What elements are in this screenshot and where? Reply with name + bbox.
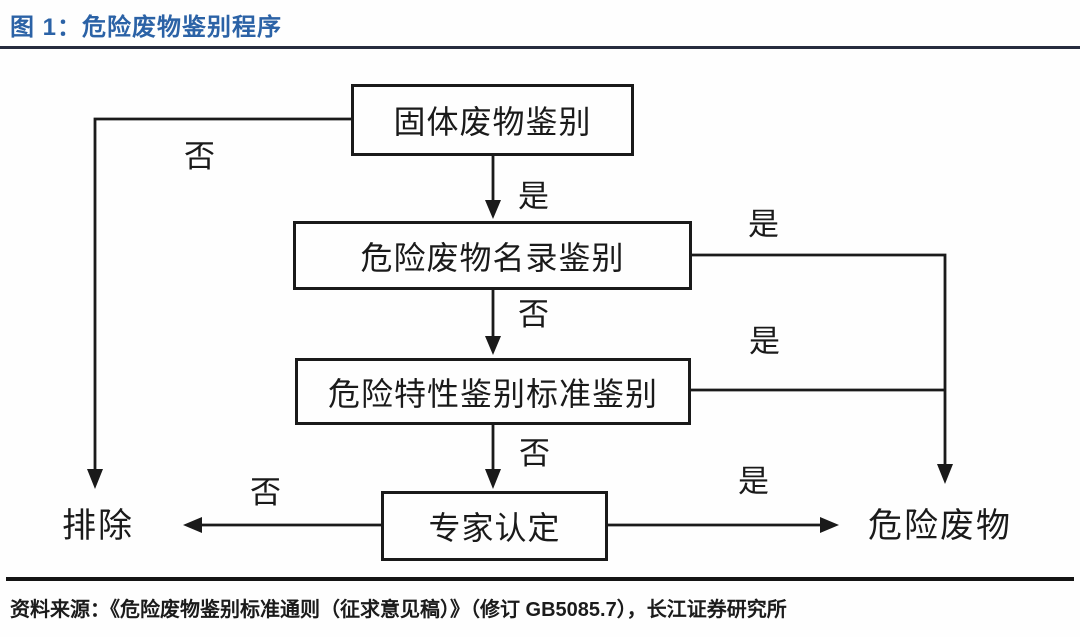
arrowhead-down-hazwaste: [937, 464, 953, 484]
title-divider: [0, 46, 1080, 49]
node-solid-waste-identification: 固体废物鉴别: [351, 84, 634, 156]
label-solid-yes: 是: [518, 179, 549, 215]
label-expert-no: 否: [250, 475, 281, 511]
arrowhead-left-exclude: [183, 517, 202, 533]
node-label: 危险特性鉴别标准鉴别: [327, 374, 658, 413]
arrowhead-down-exclude: [87, 469, 103, 489]
node-hazard-characteristic-standard-identification: 危险特性鉴别标准鉴别: [295, 358, 691, 425]
arrowhead-right-hazwaste: [820, 517, 839, 533]
arrowhead-down-expert: [485, 469, 501, 489]
edge-solid-to-exclude: [93, 117, 351, 470]
source-note: 资料来源：《危险废物鉴别标准通则（征求意见稿）》（修订 GB5085.7），长江…: [10, 599, 787, 621]
terminal-exclude: 排除: [62, 506, 134, 546]
terminal-hazardous-waste: 危险废物: [868, 506, 1012, 546]
node-label: 危险废物名录鉴别: [360, 238, 625, 277]
footer-divider: [6, 577, 1074, 581]
label-list-no: 否: [518, 297, 549, 333]
label-standard-no: 否: [519, 436, 550, 472]
node-label: 固体废物鉴别: [393, 103, 592, 141]
label-solid-no: 否: [184, 139, 215, 175]
node-label: 专家认定: [428, 509, 561, 547]
edge-list-to-hazwaste: [691, 253, 947, 465]
arrowhead-down-standard: [485, 336, 501, 355]
node-hazardous-waste-list-identification: 危险废物名录鉴别: [293, 221, 692, 290]
label-list-yes: 是: [748, 207, 779, 243]
label-expert-yes: 是: [738, 464, 769, 500]
arrowhead-down-list: [485, 200, 501, 219]
label-standard-yes: 是: [749, 324, 780, 360]
node-expert-determination: 专家认定: [381, 491, 608, 561]
figure-title: 图 1：危险废物鉴别程序: [10, 14, 283, 41]
